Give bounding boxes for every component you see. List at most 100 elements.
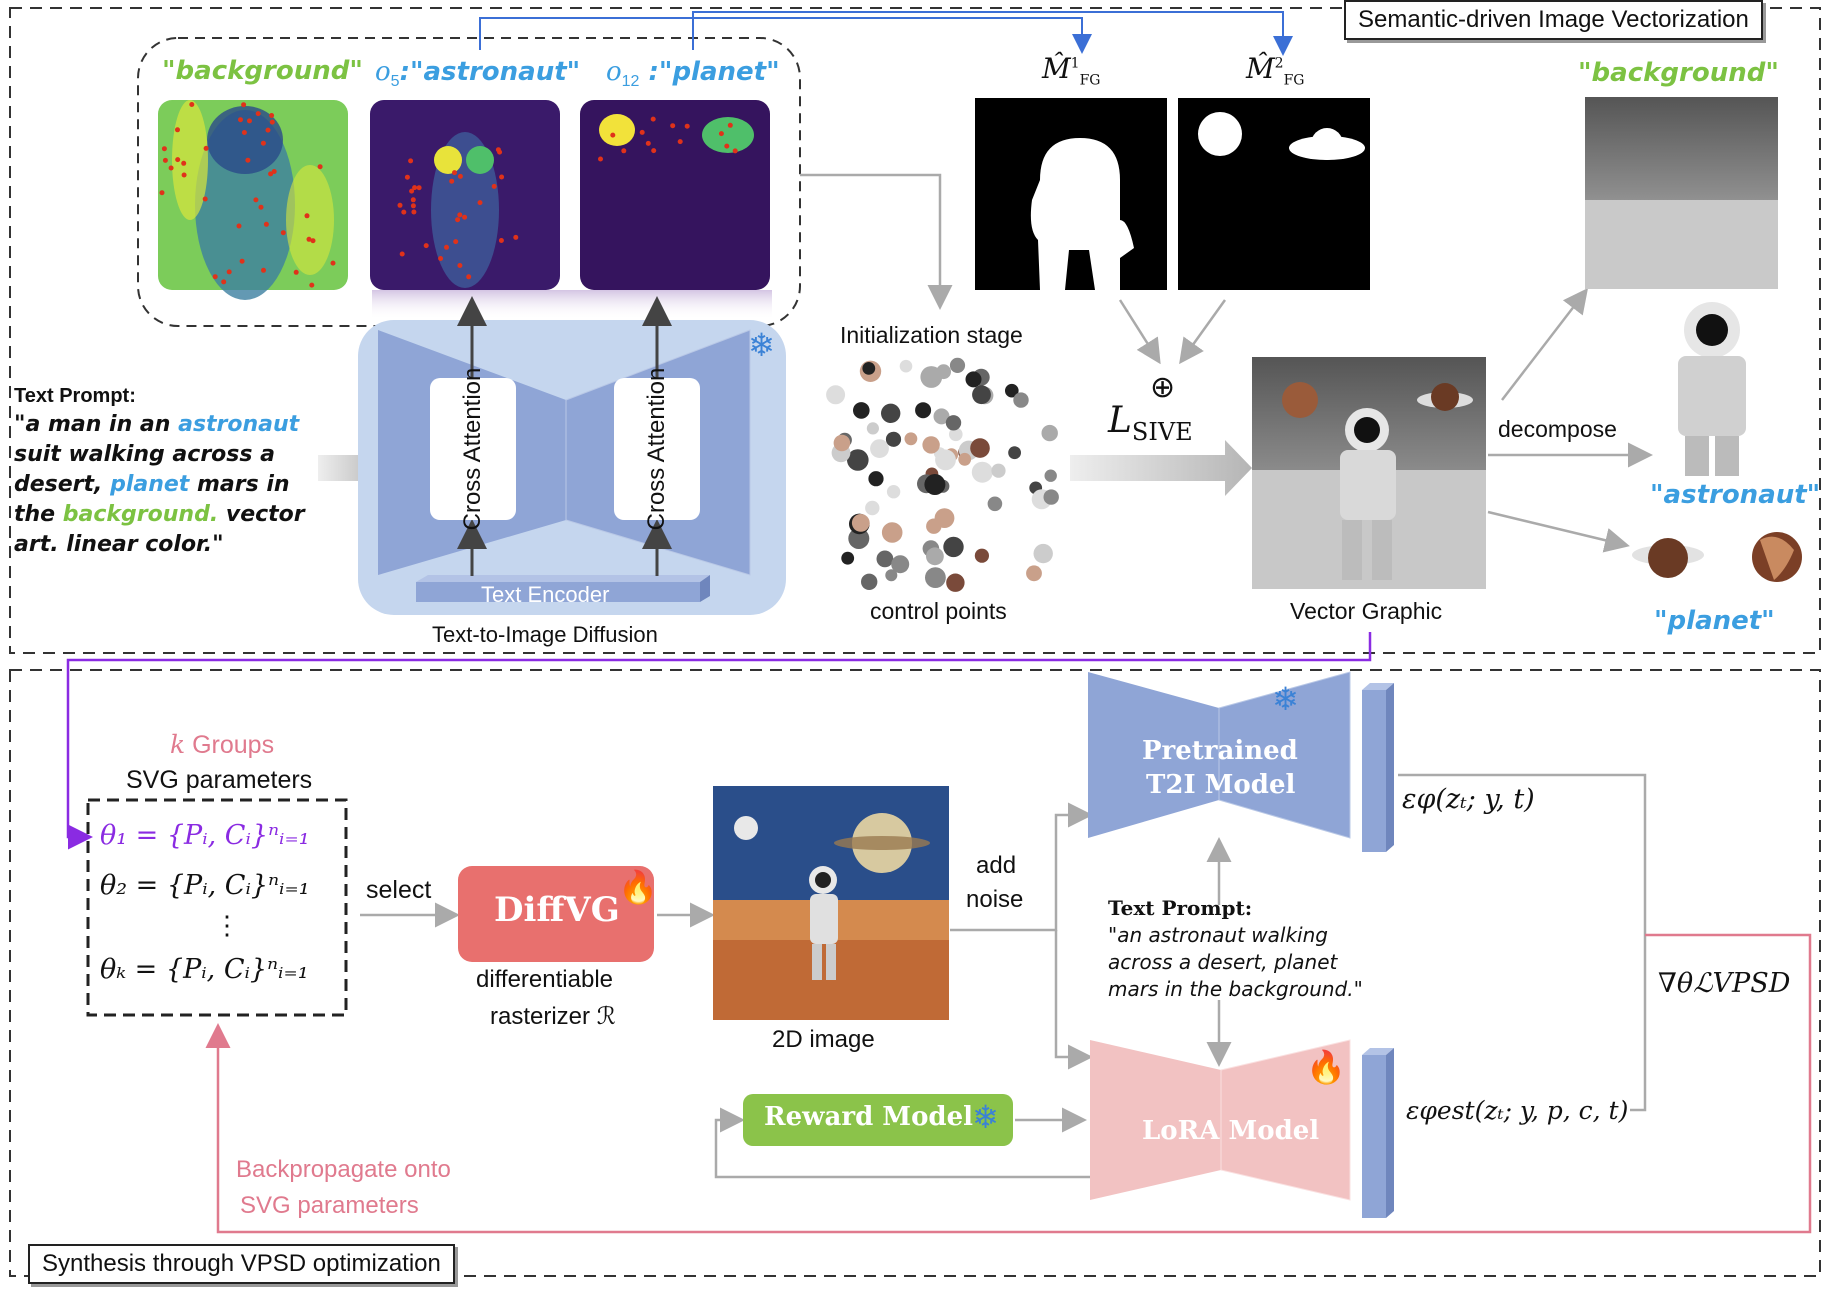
attention-sample-dot <box>410 197 416 203</box>
attention-sample-dot <box>269 119 275 125</box>
svg-parameters-label: SVG parameters <box>126 766 313 794</box>
attention-sample-dot <box>202 196 208 202</box>
diffusion-caption: Text-to-Image Diffusion <box>432 622 658 647</box>
attention-background-label: "background" <box>162 56 363 86</box>
control-points-caption: control points <box>870 598 1007 624</box>
control-point <box>933 408 950 425</box>
cross-attention-label-1: Cross Attention <box>459 367 486 531</box>
pretrained-unet-left <box>1088 672 1219 838</box>
attention-sample-dot <box>444 244 449 250</box>
attention-sample-dot <box>670 123 676 129</box>
attention-sample-dot <box>263 221 269 227</box>
control-point <box>881 522 903 543</box>
attention-sample-dot <box>239 258 245 264</box>
attention-sample-dot <box>175 127 180 133</box>
control-point <box>943 536 964 558</box>
control-point <box>946 573 965 592</box>
control-point <box>885 569 898 582</box>
control-point <box>870 439 889 458</box>
attention-sample-dot <box>645 140 651 146</box>
backprop-arrow <box>205 933 1812 1234</box>
pretrained-output-bar-side <box>1386 683 1394 852</box>
attention-sample-dot <box>309 282 315 288</box>
attention-map-planet <box>580 100 770 290</box>
attention-sample-dot <box>598 156 603 162</box>
snowflake-icon-pretrained: ❄ <box>1272 680 1299 718</box>
attention-sample-dot <box>466 274 472 280</box>
theta-1-formula: θ₁ = {Pᵢ, Cᵢ}ⁿᵢ₌₁ <box>100 820 310 851</box>
attention-sample-dot <box>408 158 414 164</box>
control-point <box>826 385 846 405</box>
lora-output-bar-side <box>1386 1048 1394 1218</box>
attention-sample-dot <box>310 238 316 244</box>
attention-sample-dot <box>304 213 310 219</box>
decompose-bg-arrow <box>1501 288 1589 401</box>
top-panel-border <box>9 7 1821 654</box>
control-point <box>924 474 946 495</box>
loss-oplus: ⊕ <box>1150 371 1176 404</box>
bottom-panel-border <box>9 669 1821 1277</box>
attention-map-astronaut <box>370 100 560 290</box>
control-point <box>925 567 946 588</box>
planet-to-mask2-arrow <box>692 11 1293 56</box>
fire-icon-lora: 🔥 <box>1306 1048 1346 1086</box>
attention-sample-dot <box>293 269 299 275</box>
attention-sample-dot <box>253 197 259 203</box>
attention-sample-dot <box>718 131 724 137</box>
decomposed-planet-label: "planet" <box>1654 606 1775 636</box>
backprop-label-1: Backpropagate onto <box>236 1156 451 1183</box>
text-encoder-top <box>416 575 710 582</box>
attention-sample-dot <box>453 239 459 245</box>
attention-sample-dot <box>330 260 336 266</box>
decompose-label: decompose <box>1498 416 1617 442</box>
control-point <box>899 359 913 373</box>
attention-sample-dot <box>727 122 733 128</box>
diffvg-caption-1: differentiable <box>476 966 613 993</box>
decompose-planet-arrow <box>1487 510 1630 553</box>
control-point <box>987 496 1003 512</box>
control-point <box>1008 446 1021 460</box>
control-point <box>861 573 878 590</box>
control-point <box>865 500 880 516</box>
attention-sample-dot <box>462 214 468 220</box>
control-point <box>1005 383 1019 398</box>
attention-sample-dot <box>260 140 266 146</box>
attention-group-border <box>137 37 801 327</box>
diffvg-box <box>458 866 654 962</box>
control-point <box>1033 543 1053 564</box>
pretrained-label-2: T2I Model <box>1146 770 1296 800</box>
attention-sample-dot <box>241 130 247 135</box>
reward-model-box <box>743 1094 1013 1146</box>
control-point <box>1013 392 1029 408</box>
attention-sample-dot <box>181 160 187 166</box>
loss-sive-label: LSIVE <box>1108 400 1193 447</box>
control-point <box>935 449 956 471</box>
attention-sample-dot <box>639 129 645 135</box>
control-point <box>847 449 869 471</box>
select-label: select <box>366 876 432 904</box>
control-point <box>881 403 901 423</box>
mask-planet <box>1178 98 1370 290</box>
image-to-lora-arrow <box>1054 930 1093 1070</box>
lora-output-bar-top <box>1362 1048 1394 1055</box>
control-point <box>958 452 972 466</box>
attention-sample-dot <box>491 183 497 189</box>
attention-planet-label: o12 :"planet" <box>606 57 780 91</box>
decomposed-planet-image <box>1632 532 1802 582</box>
grad-vpsd-label: ∇θℒVPSD <box>1658 968 1791 999</box>
control-point <box>971 461 993 483</box>
attention-sample-dot <box>452 170 457 176</box>
attention-sample-dot <box>724 143 730 149</box>
attention-sample-dot <box>610 132 616 138</box>
control-point <box>915 402 932 419</box>
attention-sample-dot <box>404 174 410 180</box>
attention-sample-dot <box>159 190 165 196</box>
attention-sample-dot <box>497 149 503 155</box>
control-point <box>1043 489 1059 505</box>
reward-model-label: Reward Model <box>764 1102 974 1132</box>
eps-phi-label: εφ(zₜ; y, t) <box>1402 784 1535 815</box>
attention-sample-dot <box>238 117 243 123</box>
control-point <box>848 528 870 549</box>
attention-sample-dot <box>457 212 463 218</box>
